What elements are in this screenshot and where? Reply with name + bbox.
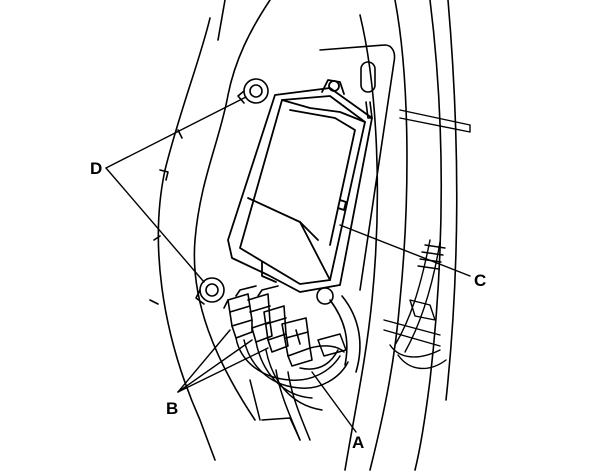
mounting-nut (237, 78, 269, 104)
side-harness (383, 109, 471, 370)
control-unit (227, 79, 373, 293)
callout-b: B (166, 399, 178, 418)
wire-harness (235, 333, 349, 441)
connector-group (223, 285, 313, 367)
callout-a: A (352, 433, 364, 452)
callout-d: D (90, 159, 102, 178)
leader-lines (105, 96, 471, 433)
body-panel (149, 0, 458, 471)
mounting-nut (195, 277, 225, 305)
callout-c: C (474, 271, 486, 290)
